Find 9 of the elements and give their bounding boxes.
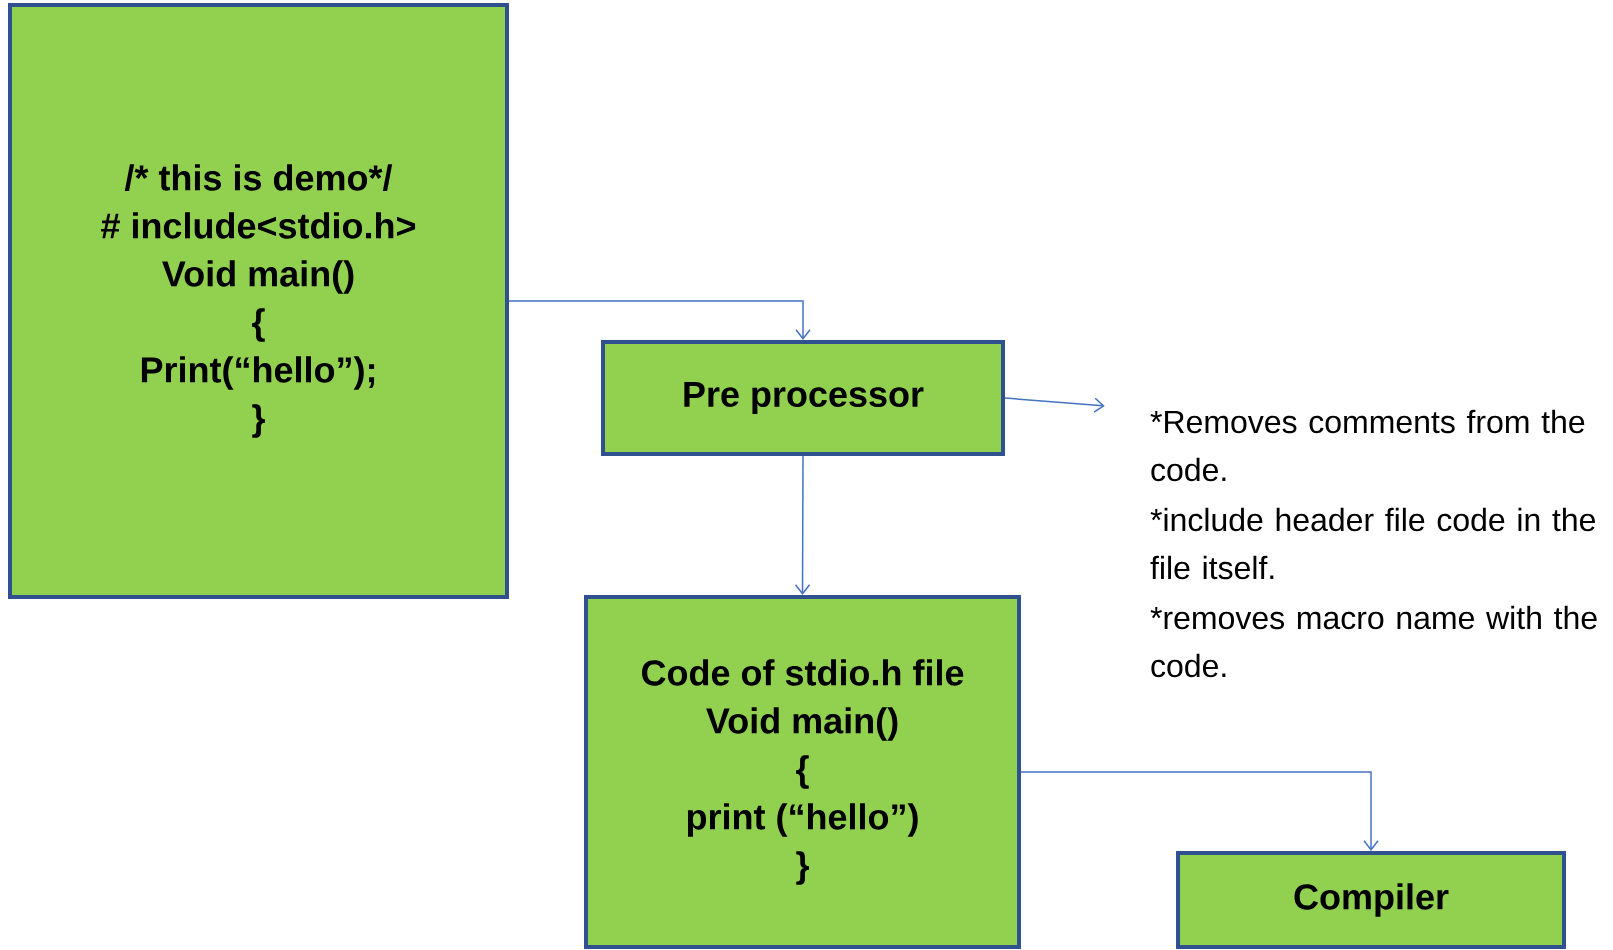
code-box: Code of stdio.h file Void main() { print (“hello”) } <box>584 595 1021 949</box>
arrow <box>508 300 811 340</box>
note-text: *Removes comments from the code. *include header file code in the file itself. *removes macro name with the code. <box>1150 409 1597 678</box>
arrow <box>1004 397 1105 413</box>
process-box: Pre processor <box>601 340 1005 456</box>
code-box: /* this is demo*/ # include<stdio.h> Void main() { Print(“hello”); } <box>8 3 509 599</box>
arrow <box>1020 771 1379 851</box>
process-box: Compiler <box>1176 851 1566 949</box>
arrow <box>794 455 811 595</box>
